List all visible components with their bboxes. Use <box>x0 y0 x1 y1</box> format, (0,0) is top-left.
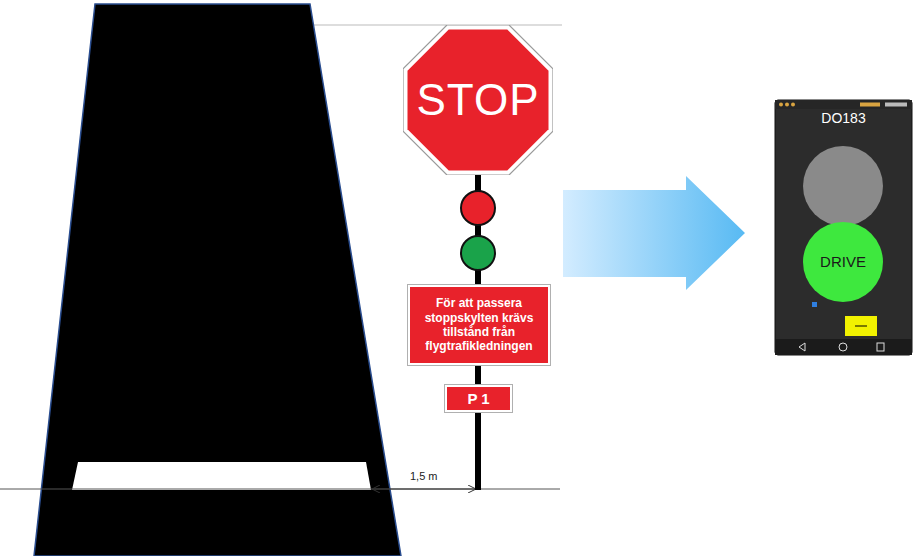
flight-id: DO183 <box>821 110 865 127</box>
parking-sign: P 1 <box>445 385 512 412</box>
nav-recent <box>877 343 884 351</box>
red-light <box>461 191 495 225</box>
frame-line <box>310 25 562 26</box>
notice-sign: För att passera stoppskylten krävs tills… <box>408 285 550 365</box>
sign-text: STOP <box>416 74 539 127</box>
indicator-dot <box>812 302 817 307</box>
node-text: För att passera stoppskylten krävs tills… <box>414 296 544 354</box>
status-icons <box>779 103 907 107</box>
inactive-light <box>803 146 883 226</box>
yellow-button <box>845 316 877 336</box>
phone-body <box>775 100 912 355</box>
road <box>34 4 401 556</box>
green-light <box>461 236 495 270</box>
button-glyph <box>855 325 867 327</box>
dimension-arrow <box>372 489 476 490</box>
dimension-label: 1,5 m <box>408 470 440 482</box>
stop-line <box>72 462 371 490</box>
flow-arrow <box>563 176 745 290</box>
phone-screen: DO183DRIVE <box>775 100 912 355</box>
stop-sign: STOP <box>403 25 553 175</box>
nav-bar <box>775 339 912 355</box>
drive-button: DRIVE <box>803 222 883 302</box>
nav-back <box>799 343 805 351</box>
node-text: P 1 <box>467 390 489 408</box>
nav-home <box>839 343 847 351</box>
status-bar <box>775 100 912 109</box>
node-text: DRIVE <box>820 253 866 271</box>
